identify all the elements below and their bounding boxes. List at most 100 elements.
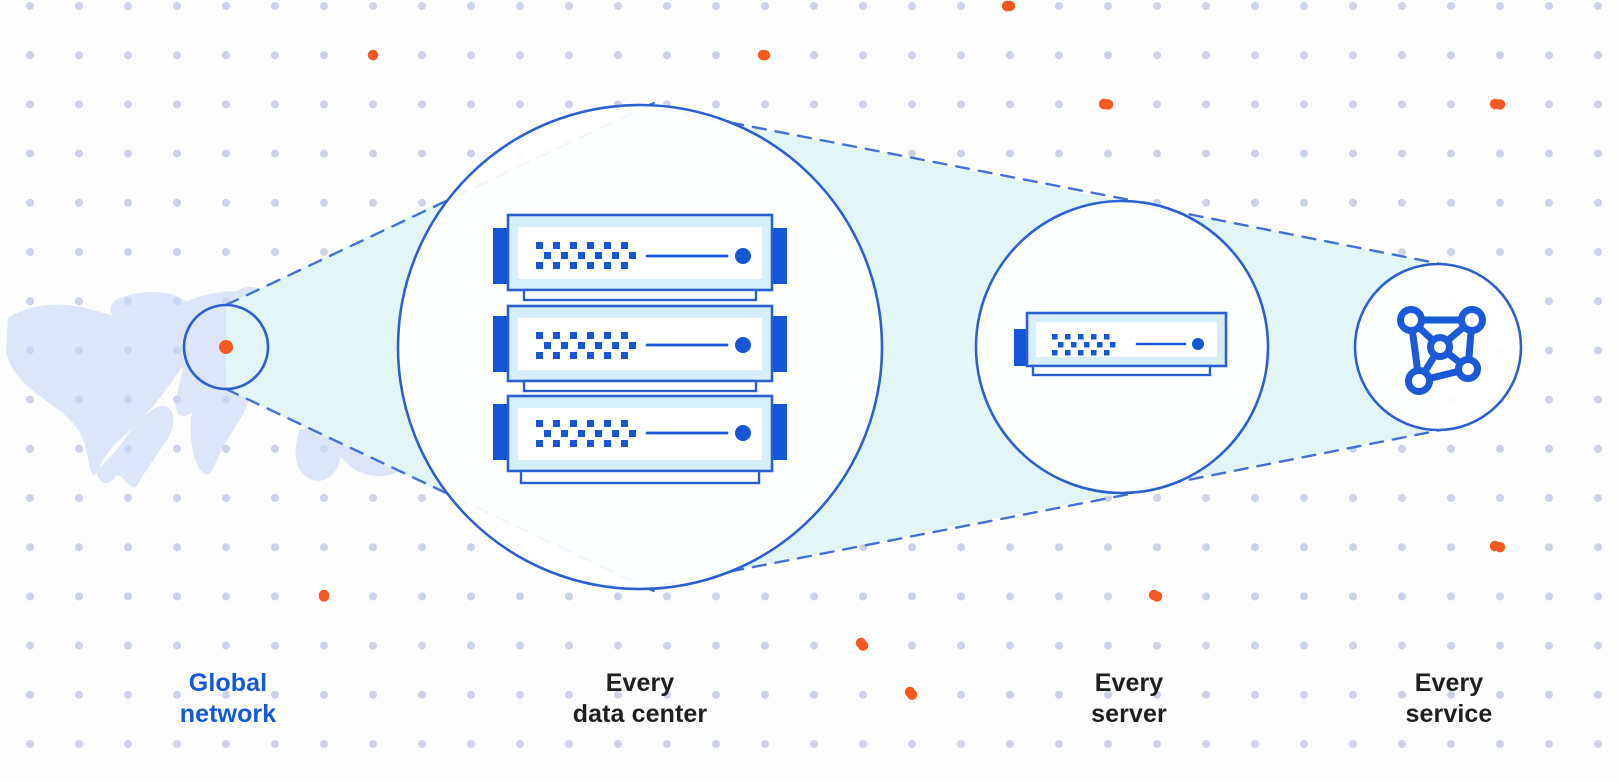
accent-dot [1489,540,1501,552]
grid-dot [1251,690,1259,699]
grid-dot [222,494,230,502]
grid-dot [1447,149,1455,158]
grid-dot [1594,395,1602,404]
grid-dot [1300,641,1308,650]
server-led-matrix [1052,334,1116,356]
grid-dot [26,592,34,601]
grid-dot [271,494,279,502]
grid-dot [1594,2,1602,10]
grid-dot [810,690,818,699]
grid-dot [26,51,34,60]
grid-dot [957,641,965,650]
grid-dot [369,740,377,748]
grid-dot [565,2,573,10]
grid-dot [810,2,818,10]
grid-dot [1153,2,1161,10]
grid-dot [1545,543,1553,552]
grid-dot [467,740,475,748]
grid-dot [75,198,83,207]
grid-dot [1594,494,1602,502]
grid-dot [222,248,230,256]
grid-dot [1349,198,1357,207]
grid-dot [1055,641,1063,650]
grid-dot [1153,51,1161,60]
grid-dot [320,198,328,207]
grid-dot [516,51,524,60]
stage-label-global-network: Global network [179,669,277,728]
grid-dot [222,51,230,60]
stage-label-data-center: Every data center [572,669,708,728]
grid-dot [1594,444,1602,453]
grid-dot [75,592,83,601]
grid-dot [1594,297,1602,306]
grid-dot [1496,740,1504,748]
grid-dot [1006,100,1014,109]
rack-unit [493,304,787,393]
grid-dot [320,494,328,502]
grid-dot [467,592,475,601]
grid-dot [124,51,132,60]
grid-dot [418,740,426,748]
grid-dot [75,690,83,699]
grid-dot [1055,100,1063,109]
grid-dot [1055,543,1063,552]
grid-dot [1594,100,1602,109]
grid-dot [1545,494,1553,502]
grid-dot [124,2,132,10]
grid-dot [1006,690,1014,699]
grid-dot [1496,494,1504,502]
grid-dot [1349,543,1357,552]
grid-dot [467,641,475,650]
grid-dot [1398,198,1406,207]
grid-dot [173,51,181,60]
grid-dot [26,690,34,699]
grid-dot [124,494,132,502]
grid-dot [810,641,818,650]
grid-dot [173,248,181,256]
grid-dot [663,51,671,60]
grid-dot [663,2,671,10]
grid-dot [1398,494,1406,502]
grid-dot [1251,494,1259,502]
grid-dot [271,248,279,256]
grid-dot [1496,2,1504,10]
grid-dot [222,149,230,158]
grid-dot [124,198,132,207]
accent-dot [1148,589,1160,601]
grid-dot [1349,149,1357,158]
grid-dot [1545,346,1553,355]
grid-dot [761,641,769,650]
stage-circle-global-network[interactable] [182,303,270,391]
grid-dot [320,543,328,552]
grid-dot [1349,690,1357,699]
grid-dot [271,100,279,109]
grid-dot [271,444,279,453]
grid-dot [859,2,867,10]
grid-dot [173,740,181,748]
grid-dot [173,444,181,453]
grid-dot [908,543,916,552]
accent-dot [855,637,867,649]
grid-dot [320,740,328,748]
grid-dot [1447,248,1455,256]
grid-dot [712,51,720,60]
grid-dot [1202,149,1210,158]
grid-dot [1006,149,1014,158]
grid-dot [1055,592,1063,601]
grid-dot [222,198,230,207]
rack-led-matrix [536,242,636,269]
grid-dot [1202,543,1210,552]
grid-dot [1398,740,1406,748]
grid-dot [75,444,83,453]
grid-dot [1349,641,1357,650]
grid-dot [957,592,965,601]
grid-dot [271,2,279,10]
grid-dot [957,51,965,60]
grid-dot [1251,2,1259,10]
grid-dot [761,740,769,748]
grid-dot [418,641,426,650]
grid-dot [908,51,916,60]
grid-dot [908,641,916,650]
grid-dot [75,248,83,256]
grid-dot [369,149,377,158]
